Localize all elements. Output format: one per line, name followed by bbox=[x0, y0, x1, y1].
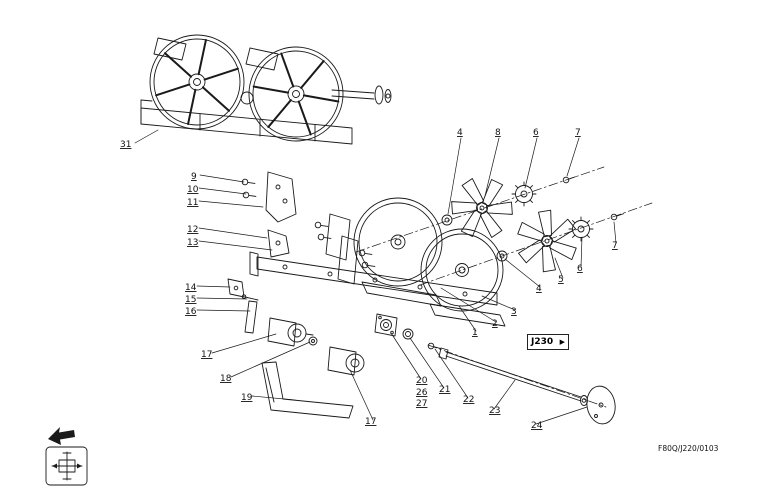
part-label-6a: 6 bbox=[533, 128, 539, 138]
part-label-20: 20 bbox=[416, 376, 428, 386]
part-label-6b: 6 bbox=[577, 264, 583, 274]
part-label-3: 3 bbox=[511, 307, 517, 317]
direction-arrow-icon bbox=[48, 427, 75, 445]
part-labels: 31 9 10 11 12 13 14 15 16 17 18 19 17 4 … bbox=[120, 128, 618, 431]
reference-label: J230 bbox=[531, 336, 554, 347]
main-beam bbox=[249, 251, 498, 306]
exploded-view bbox=[227, 166, 653, 425]
sprocket-washer-1 bbox=[511, 181, 537, 207]
leader-lines bbox=[134, 129, 617, 425]
bracket-left-small bbox=[227, 278, 259, 334]
part-label-1: 1 bbox=[472, 328, 478, 338]
bearing-flange bbox=[374, 313, 398, 337]
center-axis-2 bbox=[419, 202, 653, 286]
part-label-19: 19 bbox=[241, 393, 253, 403]
gearbox-2 bbox=[327, 346, 365, 376]
assembled-view bbox=[140, 29, 392, 159]
part-label-24: 24 bbox=[531, 421, 543, 431]
bolt-2 bbox=[609, 210, 625, 222]
part-label-21: 21 bbox=[439, 385, 450, 395]
part-label-11: 11 bbox=[187, 198, 198, 208]
part-label-7b: 7 bbox=[612, 241, 618, 251]
corner-symbols bbox=[45, 427, 88, 486]
part-label-7a: 7 bbox=[575, 128, 581, 138]
washer-18 bbox=[308, 336, 318, 346]
part-label-4b: 4 bbox=[536, 284, 542, 294]
disc bbox=[586, 385, 616, 425]
part-label-31: 31 bbox=[120, 140, 131, 150]
bolt-3 bbox=[427, 342, 442, 352]
center-axis-1 bbox=[355, 166, 605, 253]
part-label-15: 15 bbox=[185, 295, 196, 305]
bracket-middle bbox=[267, 229, 290, 258]
part-label-26: 26 bbox=[416, 388, 428, 398]
part-label-9: 9 bbox=[191, 172, 197, 182]
bushing bbox=[402, 328, 414, 340]
forward-arrow-icon: ▶ bbox=[559, 337, 565, 346]
sprocket-washer-2 bbox=[568, 216, 594, 242]
gearbox-1 bbox=[267, 317, 314, 347]
part-label-10: 10 bbox=[187, 185, 199, 195]
part-label-8: 8 bbox=[495, 128, 501, 138]
part-label-4a: 4 bbox=[457, 128, 463, 138]
part-label-14: 14 bbox=[185, 283, 197, 293]
part-label-22: 22 bbox=[463, 395, 474, 405]
part-label-27: 27 bbox=[416, 399, 427, 409]
part-label-17a: 17 bbox=[201, 350, 212, 360]
bolt-1 bbox=[561, 173, 577, 185]
part-label-16: 16 bbox=[185, 307, 197, 317]
part-label-17b: 17 bbox=[365, 417, 376, 427]
part-label-5: 5 bbox=[558, 275, 564, 285]
part-label-2: 2 bbox=[492, 319, 498, 329]
orientation-symbol-icon bbox=[45, 446, 88, 486]
part-label-18: 18 bbox=[220, 374, 232, 384]
part-label-13: 13 bbox=[187, 238, 198, 248]
part-label-12: 12 bbox=[187, 225, 198, 235]
drive-shaft bbox=[438, 347, 588, 406]
bracket-center bbox=[314, 213, 376, 285]
bracket-upper bbox=[241, 171, 297, 223]
drawing-number: F80Q/J220/0103 bbox=[658, 444, 719, 453]
reference-link-j230[interactable]: J230 ▶ bbox=[527, 334, 569, 350]
part-label-23: 23 bbox=[489, 406, 500, 416]
lower-frame bbox=[261, 361, 354, 419]
spacer-1 bbox=[441, 214, 453, 226]
